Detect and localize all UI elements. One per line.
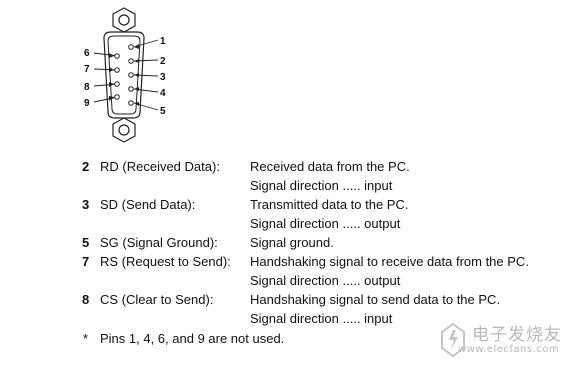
row-description: Handshaking signal to send data to the P… [250,292,501,307]
watermark-title: 电子发烧友 [472,325,562,345]
pin-label-9: 9 [84,98,90,109]
connector-shell-inner [107,35,141,115]
row-pin-number: 5 [82,235,90,250]
watermark-logo-icon [441,322,465,358]
row-description: Received data from the PC. [250,159,410,174]
pin-label-3: 3 [160,72,166,83]
watermark: 电子发烧友 www.elecfans.com [438,318,568,362]
row-signal-direction: Signal direction ..... output [250,273,401,288]
row-signal-direction: Signal direction ..... input [250,178,393,193]
footnote-text: Pins 1, 4, 6, and 9 are not used. [100,331,285,346]
pin-label-7: 7 [84,64,90,75]
pin-sockets [114,44,134,106]
row-signal-name: RD (Received Data): [100,159,220,174]
pin-label-1: 1 [160,36,166,47]
row-description: Signal ground. [250,235,334,250]
row-description: Transmitted data to the PC. [250,197,409,212]
row-signal-direction: Signal direction ..... output [250,216,401,231]
connector-shell-outer [103,31,145,119]
top-screw-hole [118,14,130,26]
pin-label-4: 4 [160,88,166,99]
footnote-mark: * [83,331,89,346]
row-pin-number: 7 [82,254,90,269]
row-signal-name: SG (Signal Ground): [100,235,218,250]
pin-label-2: 2 [160,56,166,67]
bottom-screw-hole [118,124,130,136]
top-hex-nut [112,7,136,33]
row-pin-number: 3 [82,197,90,212]
row-signal-direction: Signal direction ..... input [250,311,393,326]
watermark-url: www.elecfans.com [458,344,560,355]
row-signal-name: CS (Clear to Send): [100,292,214,307]
row-pin-number: 8 [82,292,90,307]
row-pin-number: 2 [82,159,90,174]
pin-label-6: 6 [84,48,90,59]
leader-arrowheads [109,44,139,106]
row-signal-name: RS (Request to Send): [100,254,231,269]
pin-label-8: 8 [84,82,90,93]
row-signal-name: SD (Send Data): [100,197,196,212]
pin-label-5: 5 [160,106,166,117]
row-description: Handshaking signal to receive data from … [250,254,529,269]
